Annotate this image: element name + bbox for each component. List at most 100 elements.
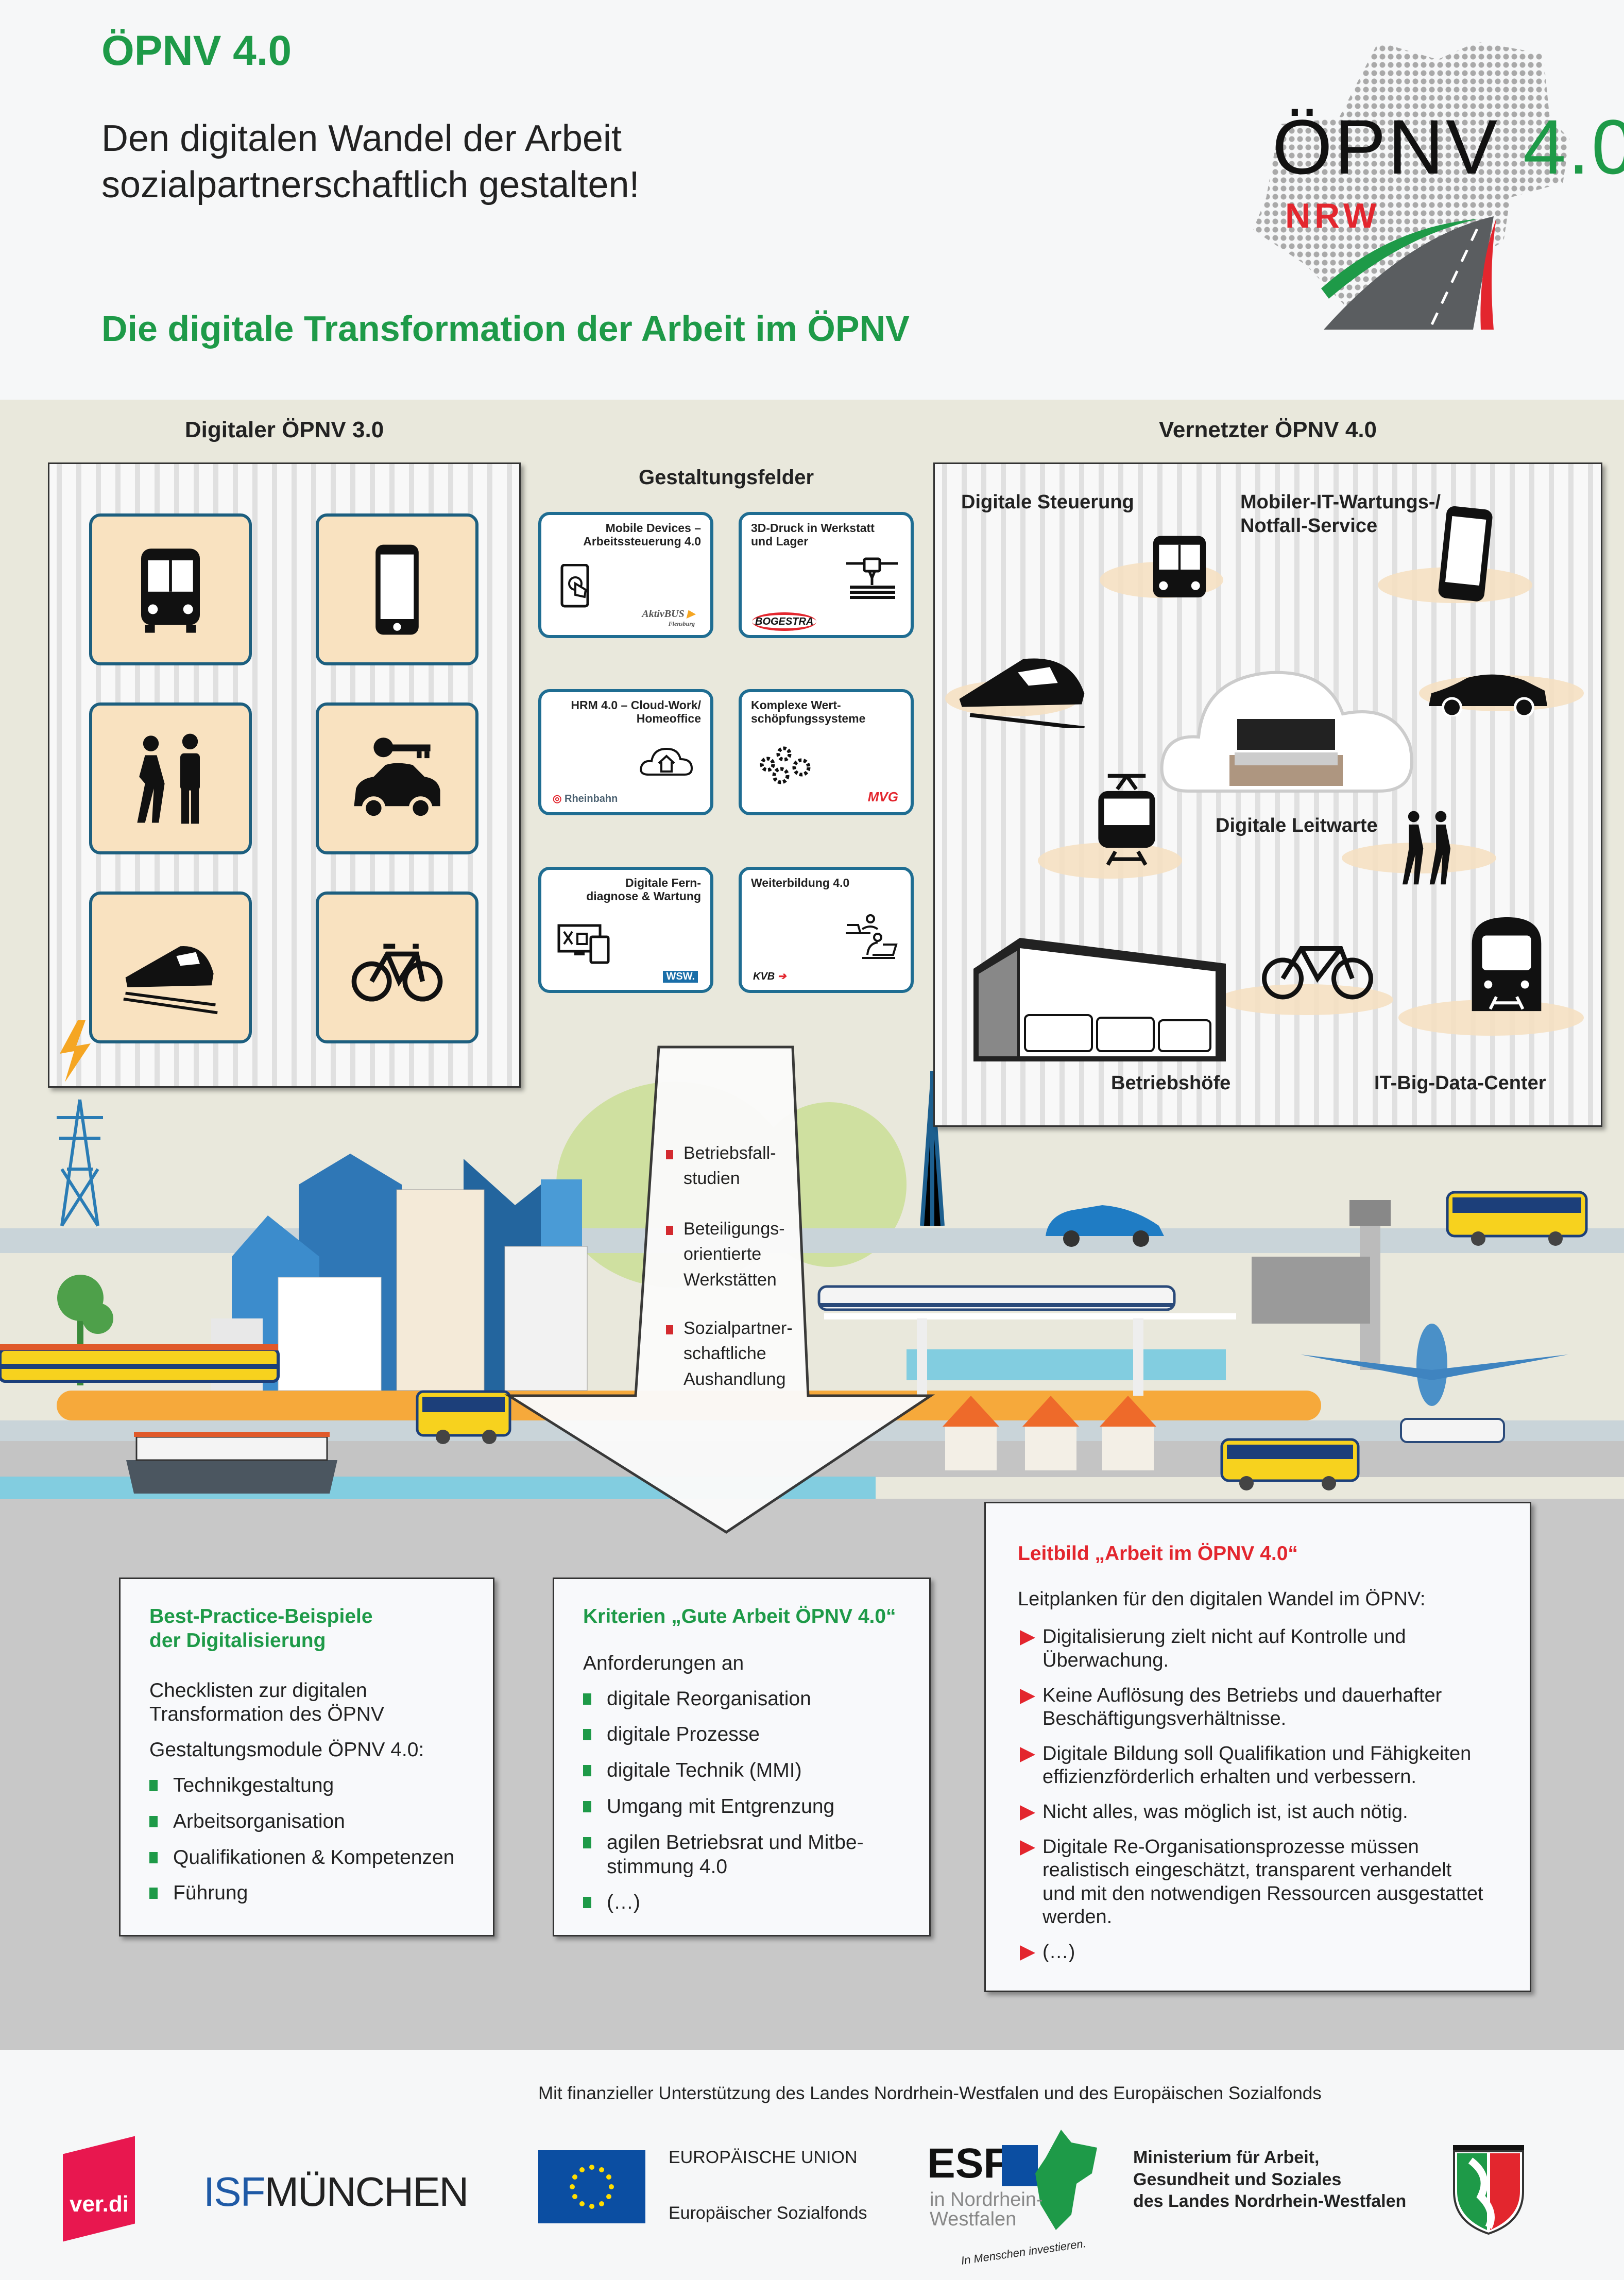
modules-label: Gestaltungsmodule ÖPNV 4.0: <box>149 1739 424 1761</box>
eu-label: EUROPÄISCHE UNION <box>669 2148 858 2167</box>
list-item: (…) <box>1018 1941 1509 1964</box>
left-panel-title: Digitaler ÖPNV 3.0 <box>184 417 384 442</box>
train-icon <box>1400 1418 1505 1443</box>
funding-notice: Mit finanzieller Unterstützung des Lande… <box>538 2083 1322 2103</box>
field-card-value-chains[interactable]: Komplexe Wert- schöpfungssysteme MVG <box>739 689 914 815</box>
esf-eu-flag-icon <box>1002 2145 1038 2186</box>
smartphone-icon <box>1438 506 1493 602</box>
bus-icon <box>1153 536 1206 597</box>
networked-opnv-4-panel: Digitale Steuerung Mobiler-IT-Wartungs-/… <box>933 462 1602 1127</box>
label-digital-control-room: Digitale Leitwarte <box>1216 815 1378 836</box>
list-item: Digitale Bildung soll Qualifikation und … <box>1018 1742 1509 1789</box>
tram-icon <box>1098 774 1155 866</box>
label-digital-control: Digitale Steuerung <box>961 491 1134 513</box>
best-practice-intro: Checklisten zur digitalen Transformation… <box>149 1679 384 1726</box>
road-icon <box>1321 216 1496 330</box>
field-card-training[interactable]: Weiterbildung 4.0 KVB ➔ <box>739 867 914 993</box>
list-item: Arbeitsorganisation <box>149 1810 493 1834</box>
list-item: agilen Betriebsrat und Mitbe- stimmung 4… <box>583 1831 929 1879</box>
logo-nrw: NRW <box>1285 196 1381 235</box>
bus-icon <box>416 1390 511 1444</box>
card-title: Mobile Devices – Arbeitssteuerung 4.0 <box>583 521 701 548</box>
wsw-logo: WSW. <box>663 971 698 983</box>
cloud-home-icon <box>640 747 693 776</box>
tile-bus <box>89 513 252 665</box>
list-item: digitale Technik (MMI) <box>583 1759 929 1783</box>
isf-muenchen-logo: ISFMÜNCHEN <box>203 2169 469 2215</box>
high-speed-train-icon <box>959 658 1085 728</box>
depot-icon <box>973 938 1226 1061</box>
ministry-label: Ministerium für Arbeit, Gesundheit und S… <box>1133 2148 1407 2211</box>
regional-train <box>0 1344 280 1383</box>
card-title: Weiterbildung 4.0 <box>751 876 850 889</box>
label-mobile-it-service: Mobiler-IT-Wartungs-/ Notfall-Service <box>1240 491 1441 537</box>
criteria-list: digitale Reorganisation digitale Prozess… <box>583 1687 929 1915</box>
esf-label: Europäischer Sozialfonds <box>669 2203 867 2223</box>
tablet-touch-icon <box>560 564 589 608</box>
bicycle-icon <box>351 943 443 1002</box>
bicycle-icon <box>1262 946 1373 1000</box>
field-card-mobile-devices[interactable]: Mobile Devices – Arbeitssteuerung 4.0 Ak… <box>538 512 713 638</box>
tile-smartphone <box>316 513 478 665</box>
eu-flag-icon <box>538 2150 645 2223</box>
nrw-map-icon <box>1035 2130 1097 2230</box>
fields-title: Gestaltungsfelder <box>638 466 814 489</box>
leitbild-intro: Leitplanken für den digitalen Wandel im … <box>1018 1588 1426 1610</box>
esf-logo: ESF <box>927 2140 1010 2187</box>
cloud-control-room <box>1160 671 1413 793</box>
arrow-item-workshops: Beteiligungs- orientierte Werkstätten <box>666 1216 785 1293</box>
airplane-icon <box>1301 1324 1568 1406</box>
bus-icon <box>1220 1438 1360 1490</box>
list-item: Nicht alles, was möglich ist, ist auch n… <box>1018 1801 1509 1824</box>
list-item: Qualifikationen & Kompetenzen <box>149 1846 493 1870</box>
criteria-intro: Anforderungen an <box>583 1652 744 1674</box>
list-item: Technikgestaltung <box>149 1774 493 1798</box>
bus-icon <box>1446 1191 1588 1246</box>
list-item: (…) <box>583 1891 929 1915</box>
label-depots: Betriebshöfe <box>1111 1072 1231 1094</box>
houses <box>943 1396 1156 1470</box>
digital-opnv-3-panel <box>48 462 521 1088</box>
gears-icon <box>760 746 811 784</box>
kvb-logo: KVB ➔ <box>753 971 787 982</box>
verdi-logo: ver.di <box>63 2136 135 2242</box>
subtitle-line-2: sozialpartnerschaftlich gestalten! <box>101 164 640 205</box>
label-data-center: IT-Big-Data-Center <box>1374 1072 1546 1094</box>
field-card-hrm[interactable]: HRM 4.0 – Cloud-Work/ Homeoffice ◎ Rhein… <box>538 689 713 815</box>
smartphone-icon <box>375 544 419 635</box>
esf-region: in Nordrhein- Westfalen <box>930 2189 1043 2230</box>
list-item: Führung <box>149 1881 493 1906</box>
section-title: Die digitale Transformation der Arbeit i… <box>101 308 910 349</box>
city-scene <box>0 1071 1624 1499</box>
ferry-icon <box>126 1432 337 1494</box>
remote-diagnosis-icon <box>557 924 610 964</box>
footer <box>0 2050 1624 2280</box>
list-item: Digitalisierung zielt nicht auf Kontroll… <box>1018 1625 1509 1672</box>
bogestra-logo: BOGESTRA <box>752 612 817 631</box>
power-pylon-icon <box>57 1099 103 1227</box>
list-item: digitale Reorganisation <box>583 1687 929 1711</box>
card-title: Digitale Fern- diagnose & Wartung <box>586 876 701 903</box>
list-item: Umgang mit Entgrenzung <box>583 1795 929 1819</box>
arrow-item-negotiation: Sozialpartner- schaftliche Aushandlung <box>666 1316 793 1392</box>
tile-train <box>89 892 252 1043</box>
modules-list: Technikgestaltung Arbeitsorganisation Qu… <box>149 1774 493 1906</box>
best-practice-box: Best-Practice-Beispiele der Digitalisier… <box>119 1578 494 1936</box>
nrw-coat-of-arms-icon <box>1453 2145 1524 2235</box>
field-card-remote-diagnosis[interactable]: Digitale Fern- diagnose & Wartung WSW. <box>538 867 713 993</box>
right-panel-title: Vernetzter ÖPNV 4.0 <box>1158 417 1377 442</box>
connected-car-icon <box>1429 674 1547 716</box>
leitbild-list: Digitalisierung zielt nicht auf Kontroll… <box>1018 1625 1509 1964</box>
page-title: ÖPNV 4.0 <box>101 27 292 74</box>
list-item: Digitale Re-Organisationsprozesse müssen… <box>1018 1836 1509 1929</box>
car-icon <box>1046 1205 1164 1247</box>
mvg-logo: MVG <box>867 789 898 804</box>
criteria-title: Kriterien „Gute Arbeit ÖPNV 4.0“ <box>583 1605 896 1627</box>
card-title: Komplexe Wert- schöpfungssysteme <box>751 698 866 726</box>
opnv-nrw-logo: ÖPNV 4.0 NRW <box>1236 21 1624 340</box>
arrow-item-case-studies: Betriebsfall- studien <box>666 1141 776 1192</box>
terminal-building <box>1252 1257 1370 1324</box>
lightning-icon <box>60 1020 91 1082</box>
field-card-3d-printing[interactable]: 3D-Druck in Werkstatt und Lager BOGESTRA <box>739 512 914 638</box>
list-item: digitale Prozesse <box>583 1723 929 1747</box>
